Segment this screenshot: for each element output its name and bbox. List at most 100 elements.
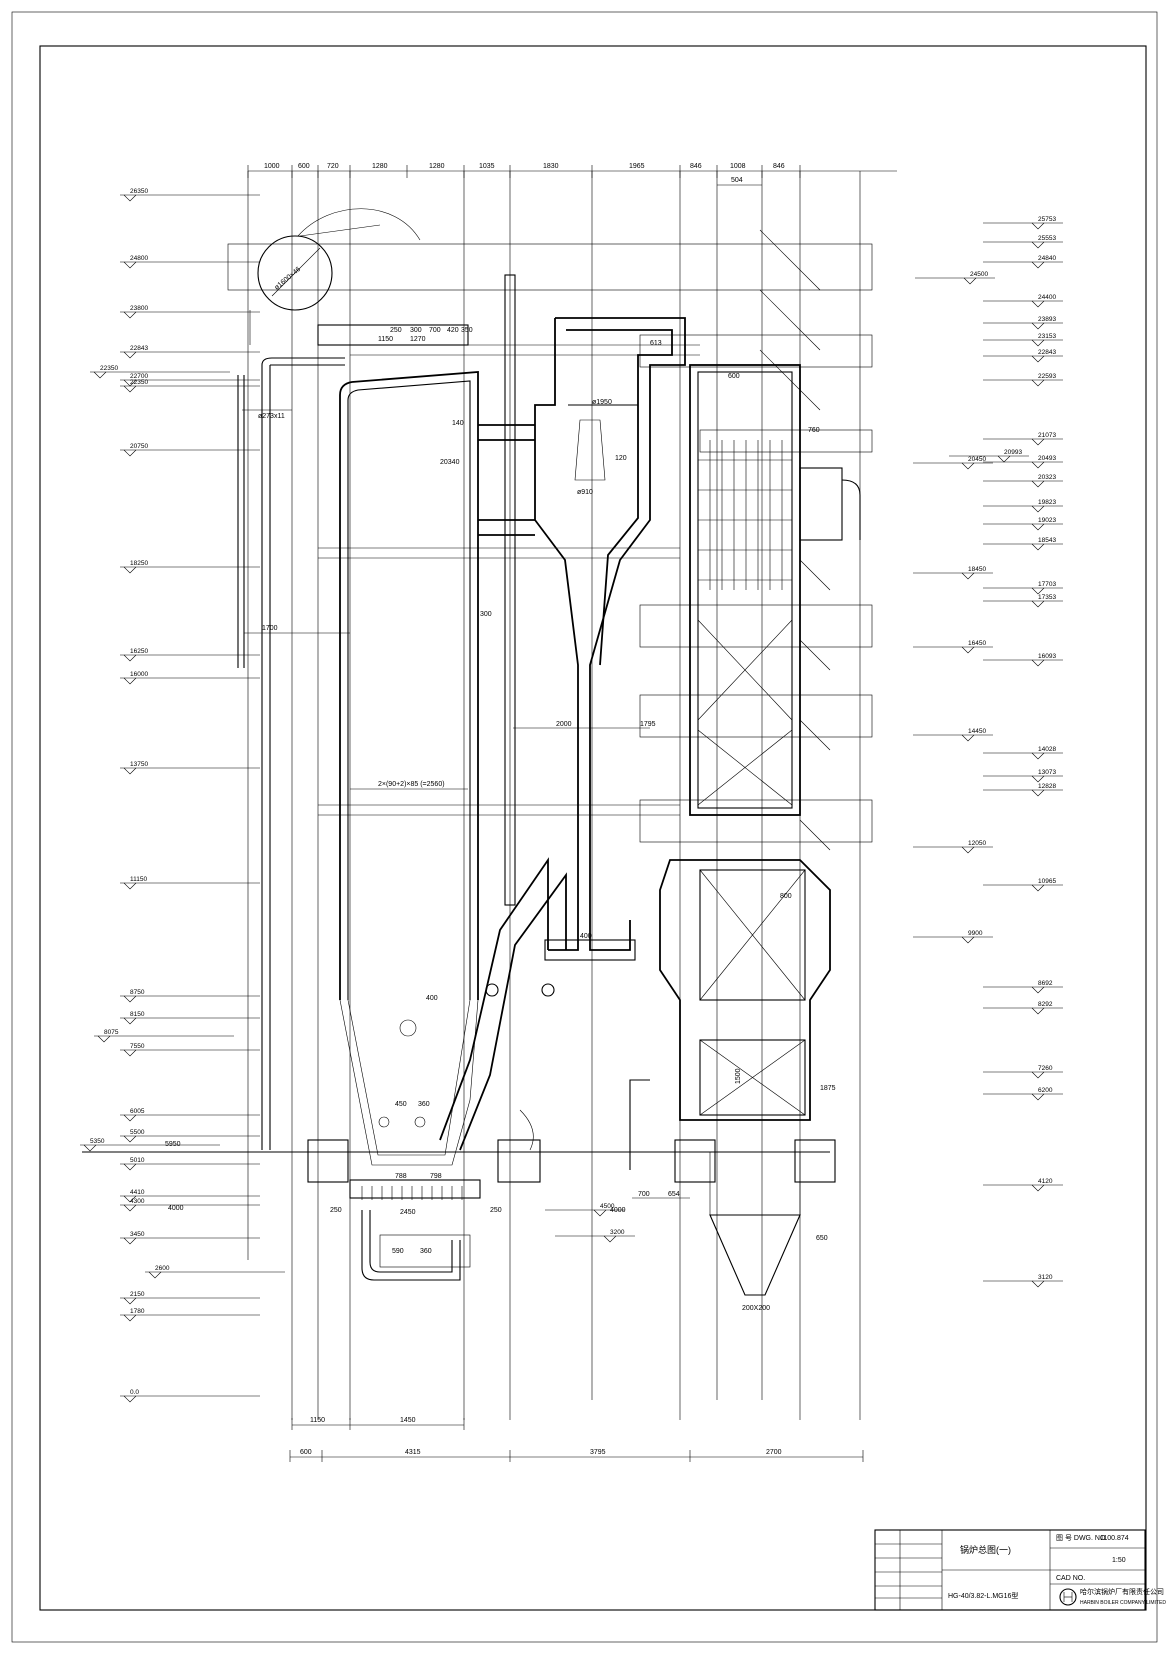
elevation-right-23-symbol: [961, 734, 975, 742]
elevation-left-6-label: 22700: [130, 373, 148, 380]
dim-bottom-6: 2700: [766, 1449, 782, 1456]
elevation-right-12-symbol: [997, 455, 1011, 463]
elevation-right-13-symbol: [1031, 461, 1045, 469]
convection-casing: [689, 364, 801, 816]
elevation-left-26-label: 2150: [130, 1291, 145, 1298]
elevation-left-1-label: 26350: [130, 188, 148, 195]
elevation-left-7-label: 22350: [130, 379, 148, 386]
elevation-left-2-label: 24800: [130, 255, 148, 262]
elevation-right-11-label: 20450: [968, 456, 986, 463]
elevation-right-20-symbol: [1031, 600, 1045, 608]
elevation-right-7-label: 23153: [1038, 333, 1056, 340]
hopper-label: 200X200: [742, 1305, 770, 1312]
elevation-right-30-symbol: [1031, 986, 1045, 994]
elevation-left-21-symbol: [123, 1163, 137, 1171]
elevation-left-14-label: 8750: [130, 989, 145, 996]
air-preheater: 1500 1875 800 200X200 650 700 654: [629, 859, 836, 1312]
w250-left-label: 250: [330, 1207, 342, 1214]
downcomer-pipes: ø273x11 1700: [237, 357, 350, 1150]
elevation-right-21-label: 16450: [968, 640, 986, 647]
windbox: 788 798 590 360 250 250 2450: [330, 1173, 502, 1281]
w250-right-label: 250: [490, 1207, 502, 1214]
outer-frame: [11, 11, 1158, 1643]
elevation-right-17-symbol: [1031, 543, 1045, 551]
elevation-left-12-symbol: [123, 767, 137, 775]
elevation-left-9-symbol: [123, 566, 137, 574]
elevation-right-28-symbol: [1031, 884, 1045, 892]
elevation-left-20-symbol: [83, 1144, 97, 1152]
nozzle-a-label: 450: [395, 1101, 407, 1108]
elevation-right-11-symbol: [961, 462, 975, 470]
elevation-left-13-symbol: [123, 882, 137, 890]
elevation-right-9-symbol: [1031, 379, 1045, 387]
elevation-right-4-symbol: [963, 277, 977, 285]
elevation-left-10-symbol: [123, 654, 137, 662]
w1875-label: 1875: [820, 1085, 836, 1092]
elevation-left-18-label: 6005: [130, 1108, 145, 1115]
furnace-outer-wall: [339, 371, 479, 1000]
elevation-left-22-label: 4410: [130, 1189, 145, 1196]
seal-400-label: 400: [580, 933, 592, 940]
elevation-right-14-label: 20323: [1038, 474, 1056, 481]
company-name-en: HARBIN BOILER COMPANY LIMITED: [1080, 1600, 1166, 1606]
cyclone-120-label: 120: [615, 455, 627, 462]
width-400-label: 400: [426, 995, 438, 1002]
elevation-left-5-symbol: [93, 371, 107, 379]
elevation-right-27-label: 12050: [968, 840, 986, 847]
wind-a-label: 590: [392, 1248, 404, 1255]
dim-top-7: 1830: [543, 163, 559, 170]
elevation-left-16-symbol: [97, 1035, 111, 1043]
elevation-left-4-symbol: [123, 351, 137, 359]
elevation-left-9-label: 18250: [130, 560, 148, 567]
furnace: 2×(90+2)×85 (=2560) 300 20340 450 360 40…: [339, 371, 492, 1166]
elevation-right-36-symbol: [603, 1235, 617, 1243]
dim-bottom-1: 1150: [310, 1417, 325, 1424]
wind-b-label: 360: [420, 1248, 432, 1255]
drawing-model: HG-40/3.82-L.MG16型: [948, 1591, 1018, 1600]
h5950-label: 5950: [165, 1141, 181, 1148]
elevation-right-35-symbol: [1031, 1280, 1045, 1288]
drawing-scale: 1:50: [1112, 1557, 1126, 1564]
elevation-right-37-symbol: [593, 1209, 607, 1217]
elevation-right-8-label: 22843: [1038, 349, 1056, 356]
elevation-right-4-label: 24500: [970, 271, 988, 278]
cyclone-140-label: 140: [452, 420, 464, 427]
elevation-left-3-symbol: [123, 311, 137, 319]
elevation-right-27-symbol: [961, 846, 975, 854]
elevation-left-1-symbol: [123, 194, 137, 202]
elevation-right-21-symbol: [961, 646, 975, 654]
elevation-left-12-label: 13750: [130, 761, 148, 768]
elevation-left-24-label: 3450: [130, 1231, 145, 1238]
elevation-left-26-symbol: [123, 1297, 137, 1305]
elevation-left-15-symbol: [123, 1017, 137, 1025]
elevation-right-24-symbol: [1031, 752, 1045, 760]
width-1795-label: 1795: [640, 721, 656, 728]
elevation-right-34-symbol: [1031, 1184, 1045, 1192]
grate-b-label: 798: [430, 1173, 442, 1180]
elevation-right-6-label: 23893: [1038, 316, 1056, 323]
elevation-left-2-symbol: [123, 261, 137, 269]
elevation-right-18-label: 18450: [968, 566, 986, 573]
elevation-left-8-symbol: [123, 449, 137, 457]
top-dimension-chain: 1000 600 720 1280 1280 1035 1830 1965 84…: [247, 163, 897, 186]
elevation-left-27-symbol: [123, 1314, 137, 1322]
dim-top-2: 600: [298, 163, 310, 170]
elevation-right-25-label: 13073: [1038, 769, 1056, 776]
w650-label: 650: [816, 1235, 828, 1242]
elevation-left-5-label: 22350: [100, 365, 118, 372]
nozzle-b-label: 360: [418, 1101, 430, 1108]
elevation-right-28-label: 10965: [1038, 878, 1056, 885]
elevation-right-1-symbol: [1031, 222, 1045, 230]
elevation-right-26-label: 12828: [1038, 783, 1056, 790]
row-dim-1: 250: [390, 327, 402, 334]
dim-top-3: 720: [327, 163, 339, 170]
inner-frame: [39, 45, 1147, 1611]
elevation-right-6-symbol: [1031, 322, 1045, 330]
dim-top-sub: 504: [731, 177, 743, 184]
row-dim-5: 1270: [410, 336, 426, 343]
elevation-right-26-symbol: [1031, 789, 1045, 797]
w800-label: 800: [780, 893, 792, 900]
elevation-left-23-label: 4300: [130, 1198, 145, 1205]
row-dim-3: 300: [410, 327, 422, 334]
